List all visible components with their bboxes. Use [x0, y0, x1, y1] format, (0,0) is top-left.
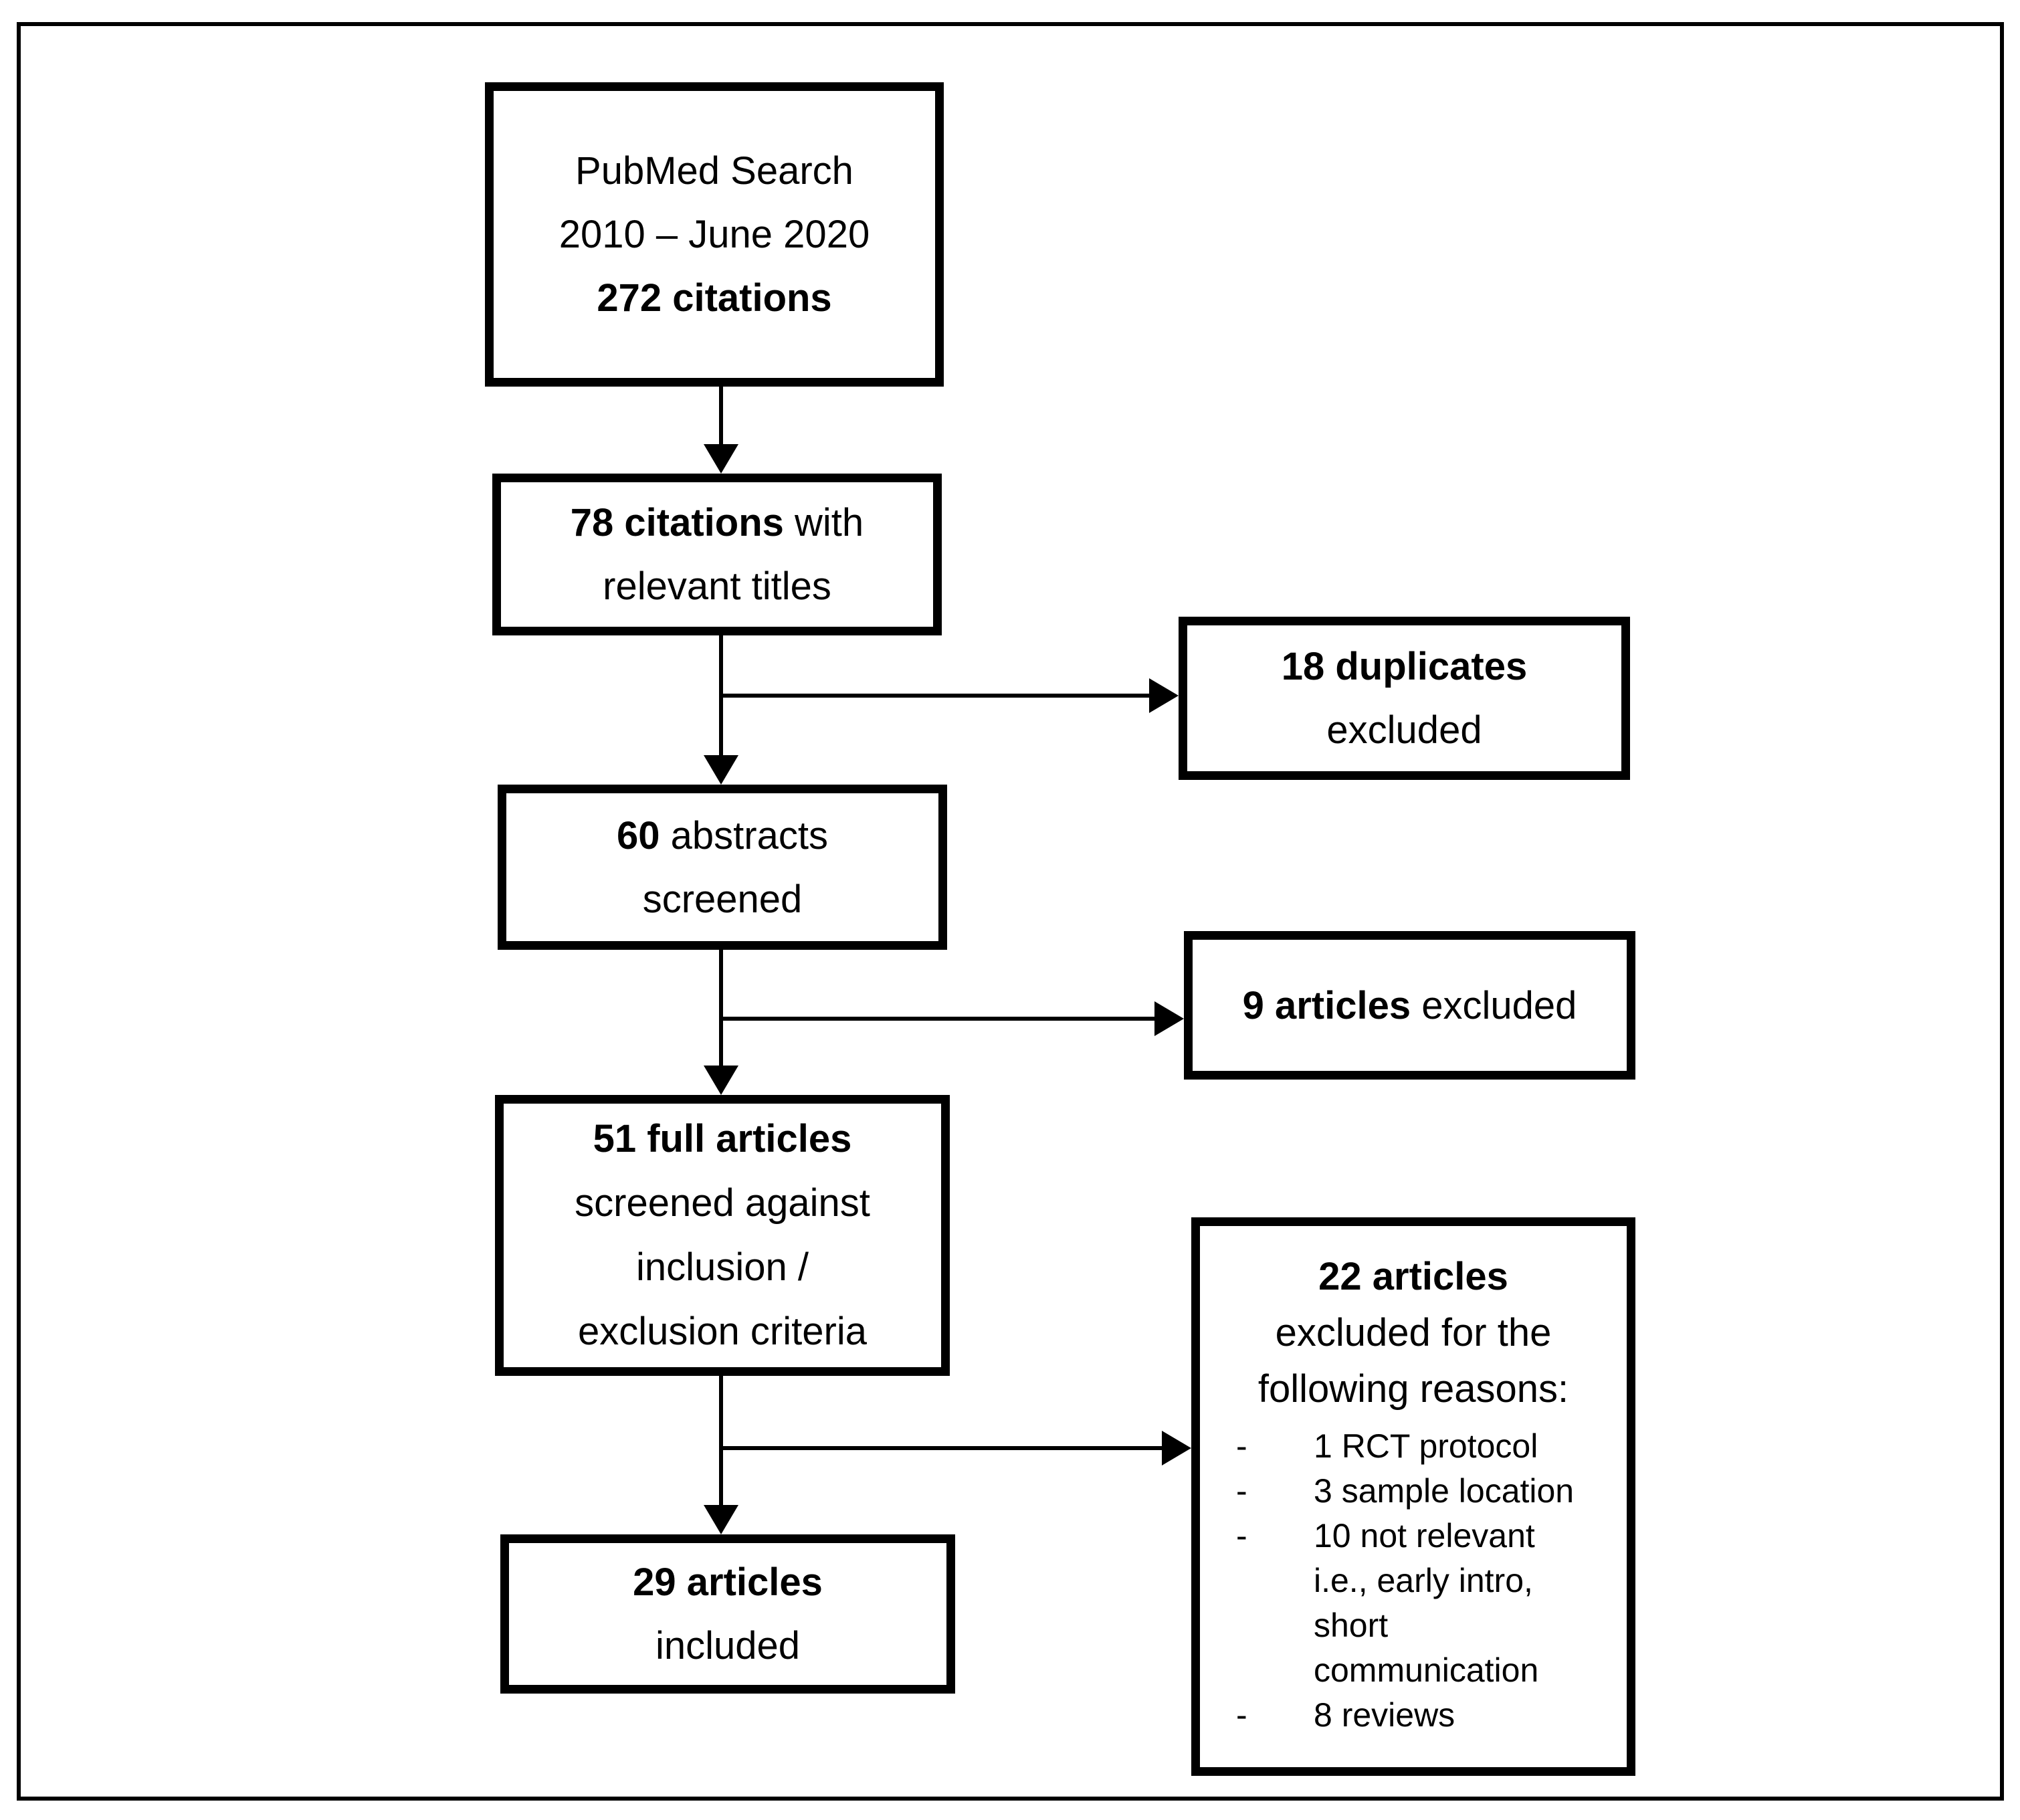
pubmed-line-2: 2010 – June 2020	[559, 213, 870, 256]
box-9-articles-excluded: 9 articles excluded	[1184, 931, 1635, 1080]
full51-line-1: 51 full articles	[593, 1117, 852, 1160]
connector-pubmed-to-78	[719, 387, 723, 444]
abstracts60-line-2: screened	[642, 877, 803, 921]
box-pubmed-search: PubMed Search 2010 – June 2020 272 citat…	[485, 82, 944, 387]
box-29-articles-included: 29 articles included	[500, 1534, 955, 1694]
box-60-abstracts: 60 abstracts screened	[498, 785, 947, 950]
duplicates18-line-2: excluded	[1326, 708, 1482, 752]
connector-51-to-29	[719, 1376, 723, 1505]
reason-item: -1 RCT protocol	[1236, 1427, 1538, 1465]
reason-item: -10 not relevant	[1236, 1517, 1535, 1554]
connector-to-18-duplicates	[719, 694, 1149, 698]
excluded22-reason-list: -1 RCT protocol -3 sample location -10 n…	[1200, 1424, 1627, 1738]
citations78-line-1: 78 citations with	[570, 501, 864, 544]
reason-item-continuation: communication	[1314, 1651, 1539, 1689]
reason-item: -3 sample location	[1236, 1472, 1575, 1510]
connector-60-to-51	[719, 950, 723, 1066]
box-78-citations: 78 citations with relevant titles	[492, 474, 942, 635]
pubmed-line-1: PubMed Search	[575, 149, 853, 193]
full51-line-2: screened against	[575, 1181, 870, 1225]
box-22-articles-excluded: 22 articles excluded for the following r…	[1191, 1217, 1635, 1776]
excluded22-line-2: excluded for the	[1275, 1311, 1552, 1354]
excluded22-line-1: 22 articles	[1318, 1255, 1508, 1298]
arrow-right-icon	[1162, 1431, 1191, 1465]
citations78-count: 78 citations	[570, 501, 784, 544]
box-18-duplicates-excluded: 18 duplicates excluded	[1179, 617, 1630, 780]
connector-to-9-excluded	[719, 1017, 1154, 1021]
excluded9-line-1: 9 articles excluded	[1242, 983, 1577, 1027]
full51-line-3: inclusion /	[636, 1245, 809, 1289]
arrow-down-icon	[704, 755, 738, 785]
abstracts60-line-1: 60 abstracts	[617, 813, 828, 857]
arrow-right-icon	[1154, 1001, 1184, 1036]
arrow-down-icon	[704, 1505, 738, 1534]
citations78-line-2: relevant titles	[603, 565, 831, 608]
included29-line-1: 29 articles	[633, 1560, 823, 1604]
reason-item: -8 reviews	[1236, 1696, 1455, 1734]
outer-frame	[17, 22, 2004, 1801]
excluded22-line-3: following reasons:	[1257, 1367, 1569, 1411]
duplicates18-line-1: 18 duplicates	[1281, 645, 1528, 688]
reason-item-continuation: i.e., early intro,	[1314, 1562, 1533, 1599]
full51-line-4: exclusion criteria	[578, 1310, 867, 1353]
excluded9-count: 9 articles	[1242, 983, 1411, 1027]
pubmed-line-3: 272 citations	[597, 276, 832, 320]
connector-to-22-excluded	[719, 1446, 1162, 1450]
included29-line-2: included	[655, 1624, 801, 1667]
arrow-right-icon	[1149, 678, 1179, 713]
box-51-full-articles: 51 full articles screened against inclus…	[495, 1095, 950, 1376]
abstracts60-count: 60	[617, 813, 660, 857]
arrow-down-icon	[704, 444, 738, 474]
reason-item-continuation: short	[1314, 1607, 1389, 1644]
arrow-down-icon	[704, 1066, 738, 1095]
